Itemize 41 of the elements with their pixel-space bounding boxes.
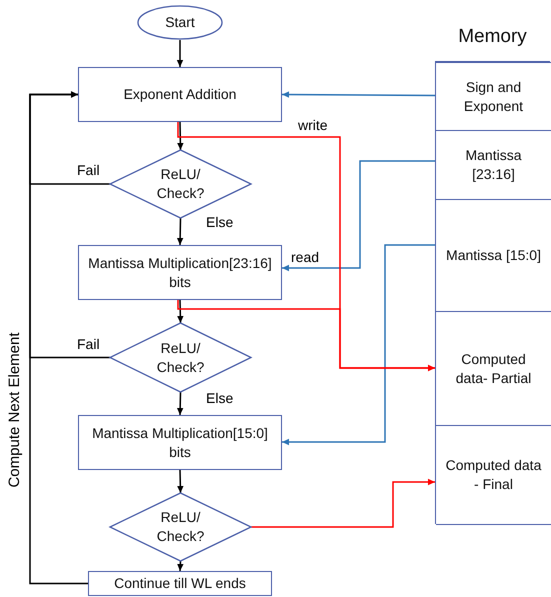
node-label: ReLU/ Check? [156, 338, 206, 376]
node-label: Exponent Addition [122, 85, 238, 104]
memory-cell [436, 426, 551, 525]
memory-cell [436, 62, 551, 131]
arrow [177, 300, 184, 324]
node-label: Computed data- Partial [454, 350, 532, 388]
arrow [176, 40, 184, 67]
memory-cell [436, 312, 551, 426]
node-label: ReLU/ Check? [156, 508, 206, 546]
decision-diamond [110, 150, 251, 218]
process-box [88, 571, 272, 596]
arrow [282, 91, 435, 98]
arrow [29, 91, 88, 584]
loop-label: Compute Next Element [6, 331, 24, 489]
process-box [78, 245, 282, 300]
arrow [176, 392, 184, 416]
arrow [177, 470, 184, 494]
memory-cell [436, 131, 551, 200]
arrow [177, 300, 435, 372]
arrow [282, 244, 435, 446]
node-label: Computed data - Final [444, 456, 542, 494]
node-label: Mantissa Multiplication[23:16] bits [87, 254, 273, 292]
process-box [78, 415, 282, 470]
node-label: Start [165, 13, 195, 32]
arrow [282, 160, 435, 272]
arrow [176, 218, 184, 246]
memory-heading: Memory [457, 25, 528, 49]
arrow [177, 122, 184, 150]
process-box [78, 67, 282, 122]
node-label: Continue till WL ends [114, 574, 246, 593]
arrow [177, 560, 184, 572]
node-label: ReLU/ Check? [156, 165, 206, 203]
node-label: Mantissa Multiplication[15:0] bits [91, 424, 269, 462]
node-label: Sign and Exponent [462, 78, 524, 116]
decision-diamond [110, 493, 251, 561]
arrow [251, 478, 435, 528]
memory-cell [436, 200, 551, 312]
start-terminal [137, 5, 223, 40]
decision-diamond [110, 323, 251, 392]
node-label: Mantissa [15:0] [445, 246, 542, 265]
node-label: Mantissa [23:16] [464, 146, 523, 184]
